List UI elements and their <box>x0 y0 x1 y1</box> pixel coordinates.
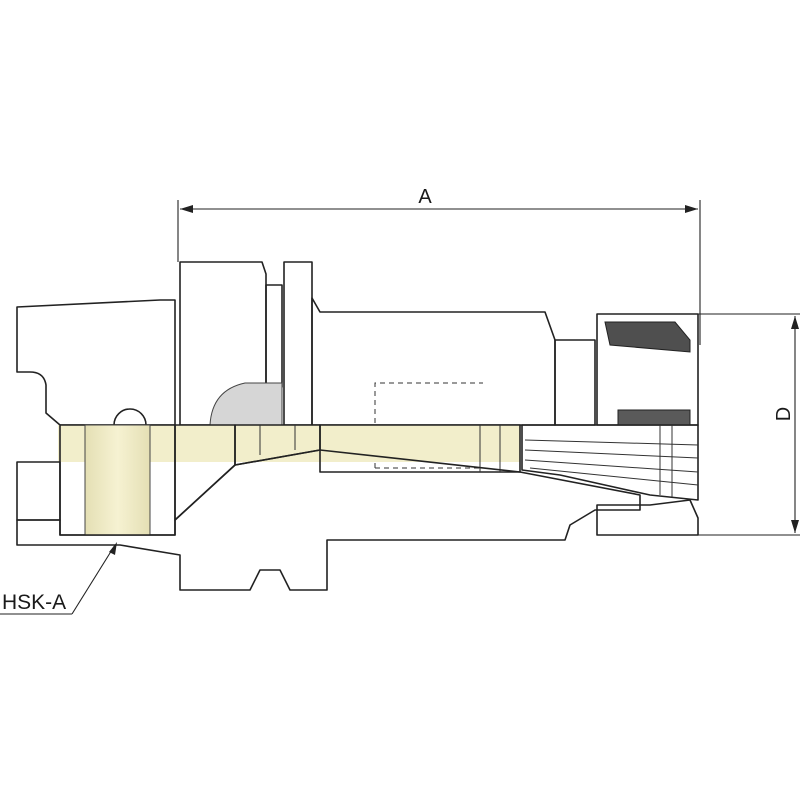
hsk-label: HSK-A <box>2 591 66 614</box>
dimension-d-label: D <box>773 407 795 421</box>
collet <box>521 424 699 501</box>
section-view <box>16 449 699 591</box>
dimension-a: A <box>177 186 701 345</box>
dimension-d: D <box>686 313 800 536</box>
bore-section <box>17 424 521 536</box>
hsk-callout: HSK-A <box>0 542 117 615</box>
dimension-a-label: A <box>418 186 432 208</box>
